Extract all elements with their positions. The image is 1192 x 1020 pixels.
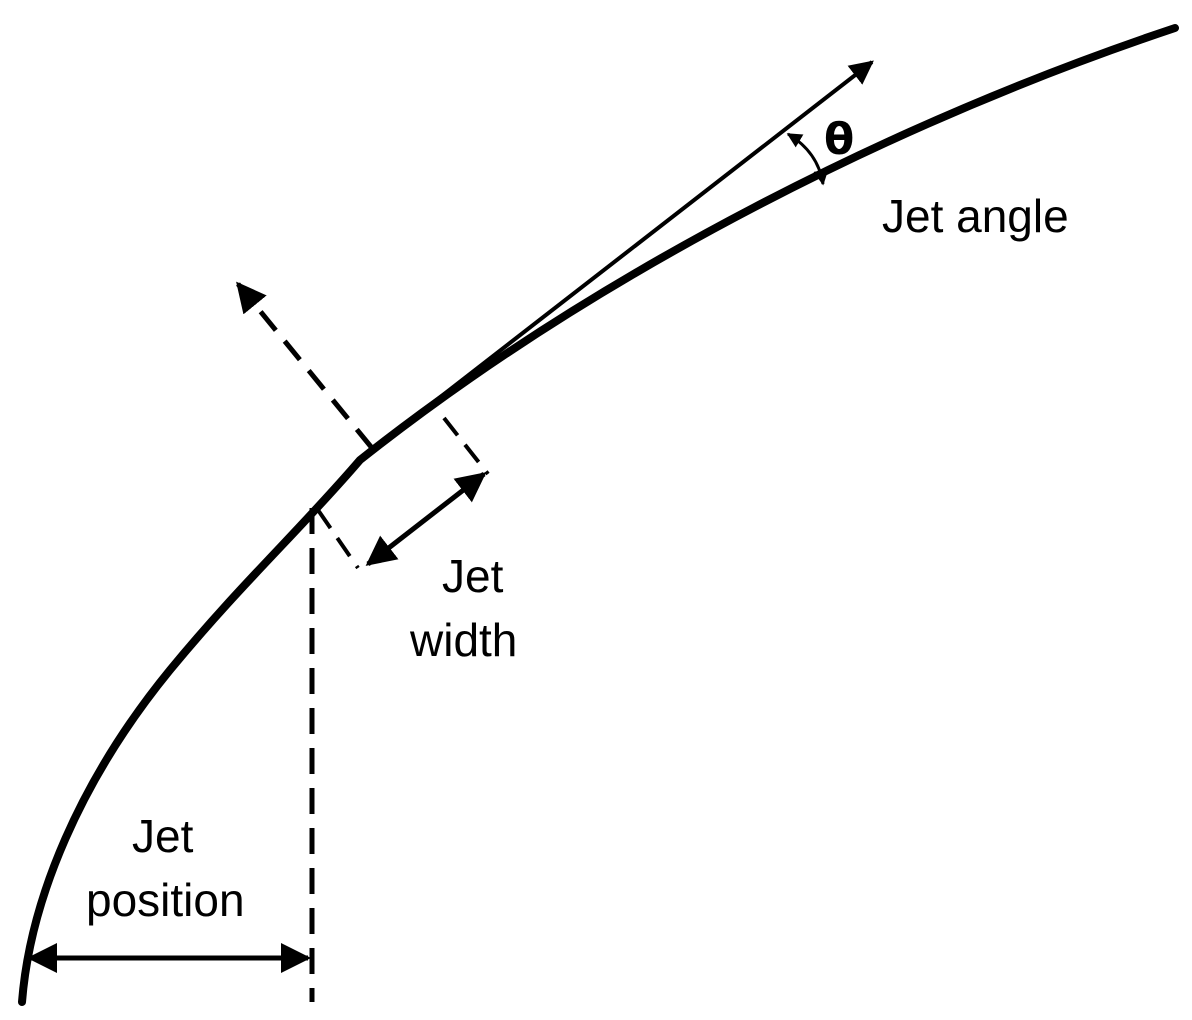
jet-position-label-line1: Jet xyxy=(132,810,194,862)
surface-normal-arrow xyxy=(236,281,374,450)
jet-width-label-line2: width xyxy=(409,614,517,666)
jet-width-label-line1: Jet xyxy=(442,550,504,602)
theta-label: θ xyxy=(824,114,854,165)
jet-angle-label: Jet angle xyxy=(882,190,1069,242)
jet-position-label-line2: position xyxy=(86,874,245,926)
jet-direction-arrow xyxy=(370,60,874,452)
slot-side-left xyxy=(316,508,360,570)
jet-angle-arc xyxy=(786,132,829,186)
slot-side-right xyxy=(442,416,490,476)
surface-curve xyxy=(18,24,1179,1006)
jet-width-arrow xyxy=(365,472,487,566)
